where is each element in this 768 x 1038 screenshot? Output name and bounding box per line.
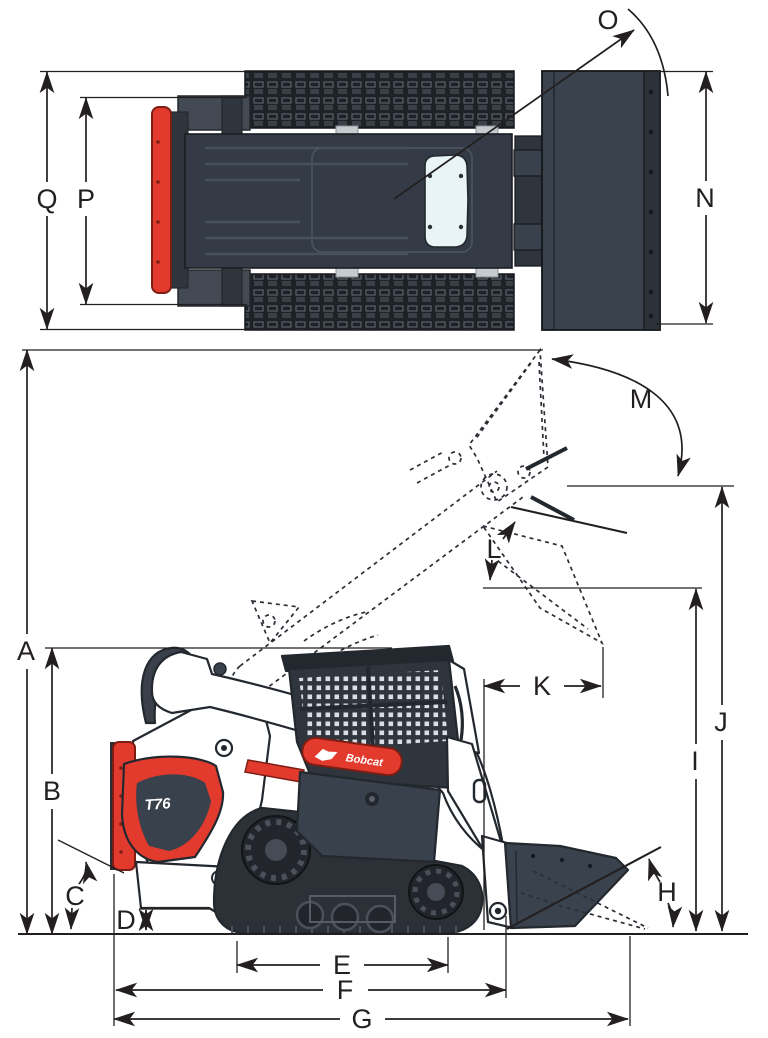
cab-front-pillar bbox=[447, 658, 481, 755]
model-badge: T76 bbox=[144, 795, 172, 814]
dim-arrow-h-lower bbox=[667, 902, 683, 928]
ground-dump-outline bbox=[520, 870, 649, 930]
side-view-machine: T76 bbox=[110, 644, 649, 935]
dim-arc-m bbox=[551, 354, 691, 477]
dim-arrow-l-upper bbox=[496, 521, 516, 544]
bobtach-raised-levers bbox=[525, 446, 575, 522]
front-mount-top-view bbox=[513, 135, 545, 267]
dump-bucket-outline bbox=[481, 524, 604, 645]
dim-label-m: M bbox=[630, 384, 653, 414]
side-door-panel bbox=[295, 770, 442, 864]
bobcat-logo-stripe: Bobcat bbox=[301, 736, 403, 777]
road-wheel bbox=[365, 904, 395, 934]
raised-bucket-outline bbox=[467, 347, 549, 504]
side-view: T76 bbox=[17, 347, 748, 1034]
model-badge-panel bbox=[136, 774, 211, 851]
dump-edge-line bbox=[510, 505, 628, 535]
bucket-side-view bbox=[503, 841, 630, 930]
rollback-angle-line bbox=[506, 846, 662, 930]
side-view-dimensions: A B C D E F G H I bbox=[17, 349, 730, 1034]
bucket-edge-bolts bbox=[648, 89, 654, 319]
dim-label-a: A bbox=[17, 636, 35, 666]
bucket-bolts bbox=[530, 853, 593, 869]
dim-arrow-l-lower bbox=[484, 558, 500, 581]
dim-label-b: B bbox=[43, 776, 61, 806]
dim-label-l: L bbox=[486, 534, 501, 564]
mesh-brace-h bbox=[299, 700, 448, 711]
dim-label-d: D bbox=[116, 905, 136, 935]
dim-label-f: F bbox=[337, 975, 354, 1005]
track-left-top-view bbox=[244, 70, 515, 129]
dim-arrow-h-upper bbox=[648, 858, 663, 883]
o-angle-arc bbox=[627, 8, 669, 97]
dim-label-n: N bbox=[695, 183, 715, 213]
departure-angle-line bbox=[57, 839, 125, 874]
dim-label-c: C bbox=[65, 881, 85, 911]
dim-label-g: G bbox=[351, 1004, 372, 1034]
windshield-top-view bbox=[424, 154, 469, 248]
cab-handle bbox=[453, 685, 464, 741]
cab-mesh-window bbox=[299, 670, 448, 750]
reference-lines bbox=[18, 349, 748, 1026]
mesh-brace-v bbox=[366, 666, 375, 749]
exhaust-cap bbox=[213, 662, 227, 676]
track-right-top-view bbox=[244, 273, 515, 331]
dim-label-q: Q bbox=[36, 184, 57, 214]
dim-arrow-c-lower bbox=[64, 907, 80, 930]
dim-label-h: H bbox=[657, 877, 677, 907]
dim-line-o-angle bbox=[393, 29, 635, 200]
dim-label-o: O bbox=[597, 5, 618, 35]
rear-bumper-top-view bbox=[151, 106, 172, 294]
bucket-top-view bbox=[541, 70, 661, 331]
dim-label-j: J bbox=[714, 707, 728, 737]
top-view-dimensions: Q P N O bbox=[36, 5, 715, 331]
tower-handle bbox=[472, 778, 487, 804]
deck-recess-panel bbox=[311, 147, 473, 253]
lift-arm bbox=[150, 650, 505, 854]
cab-roof bbox=[280, 644, 455, 673]
road-wheel bbox=[330, 902, 360, 932]
dim-label-i: I bbox=[691, 746, 699, 776]
dim-label-e: E bbox=[333, 950, 351, 980]
dim-arrow-c-upper bbox=[78, 861, 98, 885]
track-frame-panel bbox=[309, 895, 396, 923]
bobcat-head-icon bbox=[314, 748, 338, 761]
machine-body-top-view bbox=[184, 133, 513, 269]
bobcat-logo-text: Bobcat bbox=[345, 752, 385, 769]
top-view: Q P N O bbox=[36, 5, 715, 331]
dim-label-k: K bbox=[533, 671, 551, 701]
dim-label-p: P bbox=[77, 184, 95, 214]
